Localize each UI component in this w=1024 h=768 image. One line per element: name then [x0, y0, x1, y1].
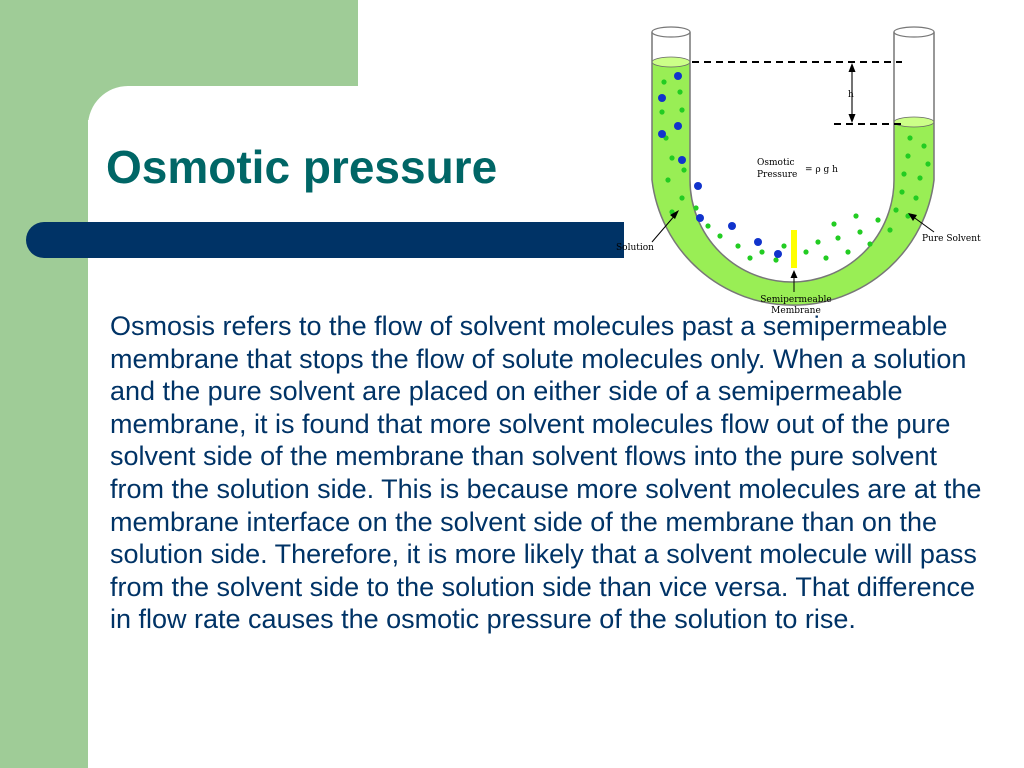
tube-outer-wall	[651, 32, 935, 306]
height-arrow	[848, 63, 856, 123]
pressure-label: Pressure	[757, 170, 797, 180]
content-panel	[88, 86, 1024, 768]
tube-opening-left	[651, 26, 691, 38]
membrane-label-2: Membrane	[771, 306, 821, 316]
pure-solvent-arrow	[908, 213, 935, 233]
osmosis-u-tube-diagram: h Osmotic Pressure = ρ g h Solution Pure…	[616, 26, 981, 316]
tube-opening-right	[893, 26, 935, 38]
solution-label: Solution	[616, 243, 654, 253]
liquid-fill	[652, 62, 934, 306]
background-green-left	[0, 0, 88, 768]
slide-body-text: Osmosis refers to the flow of solvent mo…	[110, 311, 982, 635]
pure-solvent-label: Pure Solvent	[922, 234, 981, 244]
semipermeable-membrane	[791, 230, 797, 268]
membrane-arrow	[790, 270, 798, 292]
title-bar	[26, 222, 624, 258]
osmotic-label: Osmotic	[757, 158, 795, 168]
membrane-label-1: Semipermeable	[760, 295, 832, 305]
pressure-formula: = ρ g h	[805, 165, 838, 175]
liquid-surface-left	[651, 56, 691, 68]
liquid-surface-right	[893, 116, 935, 128]
solution-arrow	[651, 210, 679, 243]
slide-title: Osmotic pressure	[106, 141, 498, 193]
solute-molecules	[658, 72, 782, 258]
height-label: h	[848, 90, 854, 100]
